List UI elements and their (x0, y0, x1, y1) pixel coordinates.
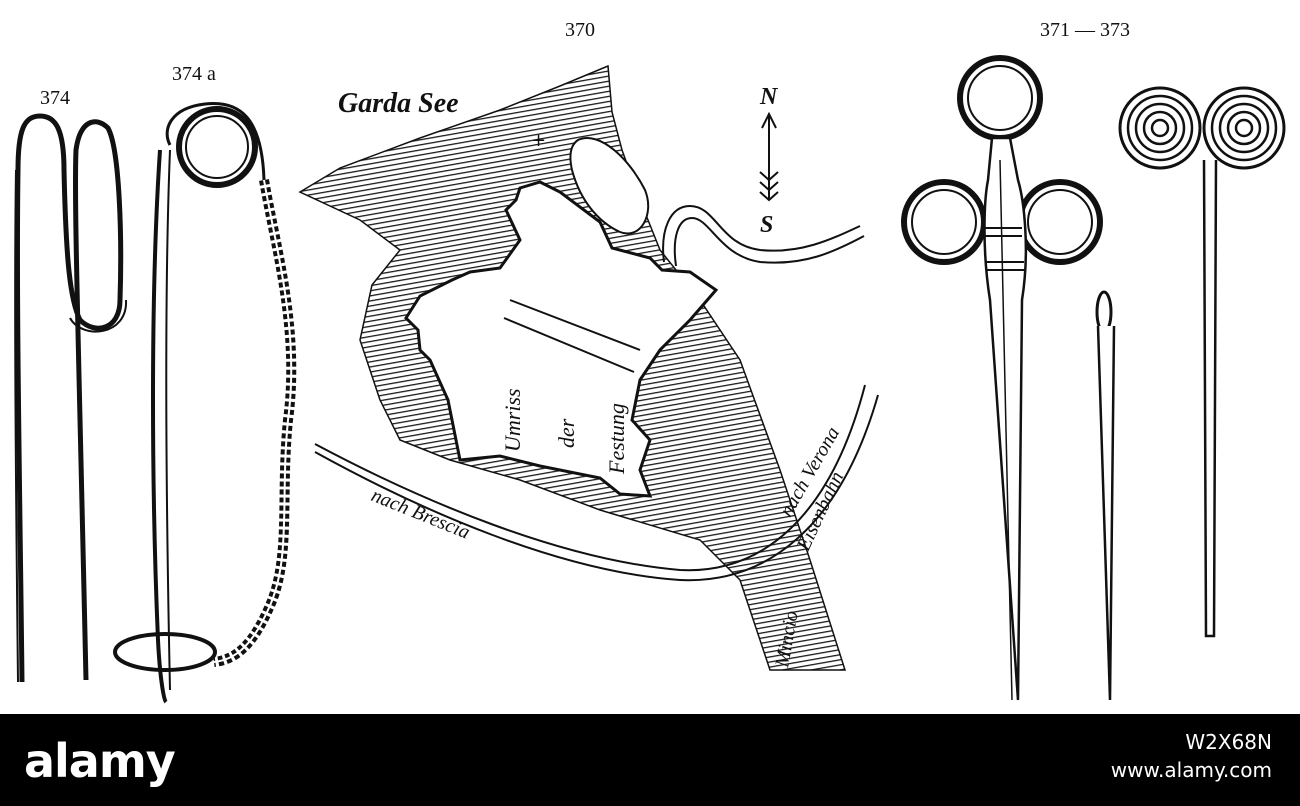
alamy-logo[interactable]: alamy (24, 734, 176, 788)
fig-370-fortress-map: + N S Garda See Umriss der Festung nach … (298, 64, 879, 671)
fig-373-double-spiral-pin (1118, 86, 1286, 638)
figure-label-370: 370 (565, 19, 595, 41)
figure-label-371-373: 371 — 373 (1040, 19, 1130, 41)
cross-mark: + (531, 130, 546, 151)
fig-371-triple-ring-pin (901, 55, 1103, 701)
road-to-brescia-and-verona (314, 384, 866, 572)
fig-374-wire-pin (14, 113, 128, 683)
figure-label-374a: 374 a (172, 63, 216, 85)
fortress-outline (404, 180, 719, 498)
compass-north: N (759, 84, 779, 110)
stock-image-info: W2X68N www.alamy.com (1111, 728, 1272, 784)
site-url[interactable]: www.alamy.com (1110, 758, 1272, 782)
fortress-label-line-3: Festung (604, 403, 629, 475)
fig-374a-ring-pin (113, 101, 297, 704)
road-label-brescia: nach Brescia (368, 484, 473, 543)
watermark-banner: alamy W2X68N www.alamy.com (0, 714, 1300, 806)
compass-south: S (760, 212, 773, 238)
fortress-label-line-1: Umriss (500, 388, 525, 452)
lake-label: Garda See (338, 88, 459, 119)
island (569, 137, 650, 235)
fig-372-needle (1095, 290, 1116, 701)
image-id: W2X68N (1185, 730, 1272, 754)
fortress-label-line-2: der (554, 418, 579, 448)
figure-label-374: 374 (40, 87, 70, 109)
road-north-east (662, 204, 861, 263)
compass-rose: N S (759, 84, 779, 238)
